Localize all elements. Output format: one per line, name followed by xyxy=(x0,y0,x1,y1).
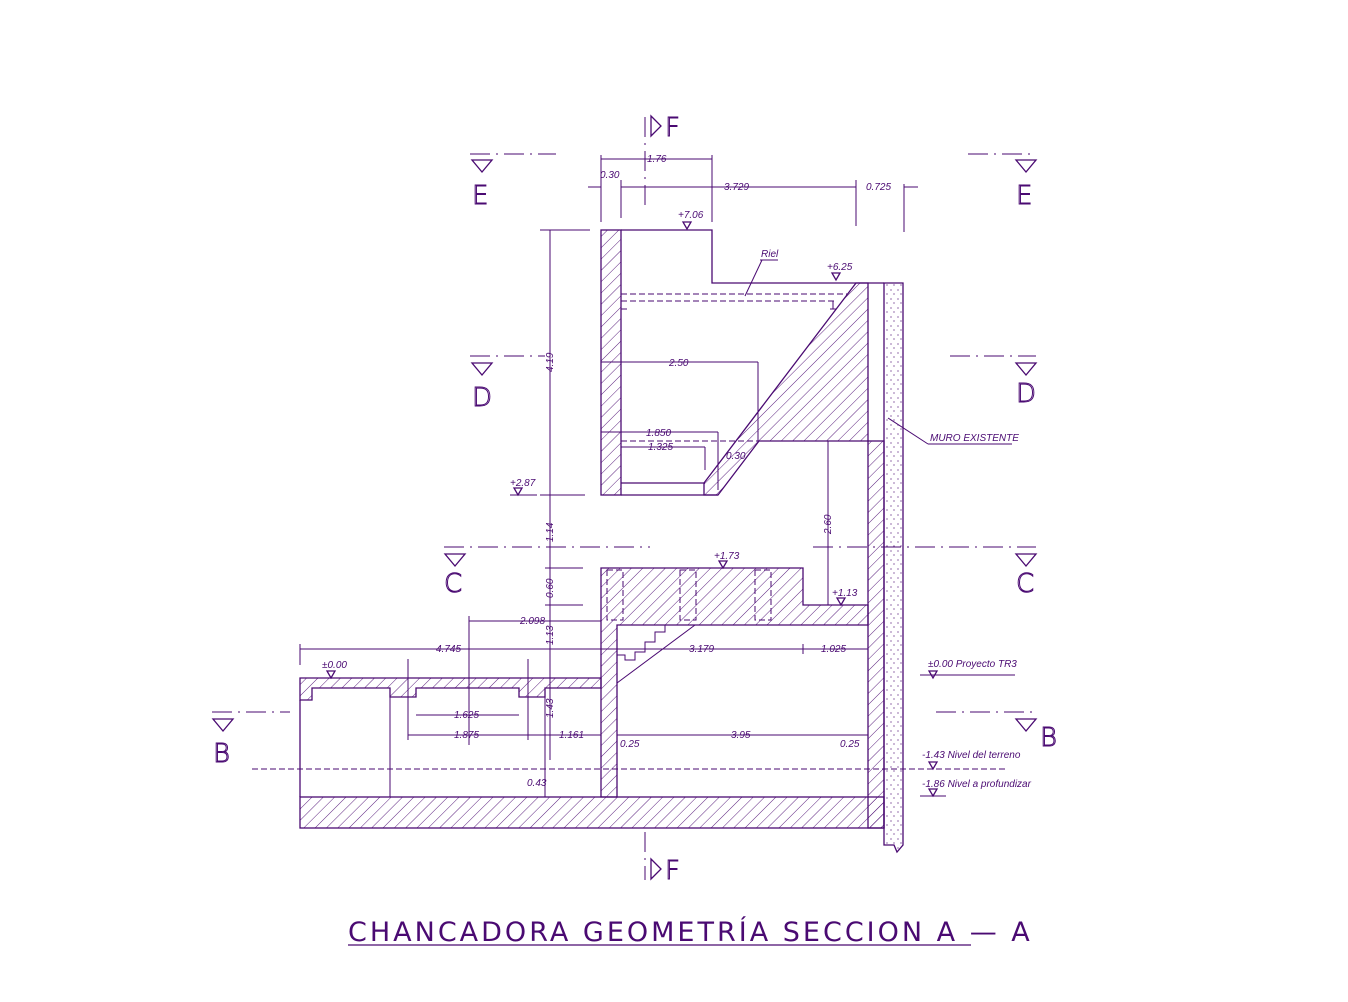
section-marker-c-left: C xyxy=(444,553,467,600)
svg-text:0.25: 0.25 xyxy=(620,739,640,750)
existing-wall-label: MURO EXISTENTE xyxy=(930,433,1019,444)
right-wall xyxy=(867,440,885,829)
section-marker-b-right: B xyxy=(1014,718,1058,754)
level-terrain: -1.43 Nivel del terreno xyxy=(922,750,1021,761)
hopper-slope xyxy=(703,282,869,496)
svg-text:3.95: 3.95 xyxy=(731,730,751,741)
svg-text:0.25: 0.25 xyxy=(840,739,860,750)
level-markers xyxy=(325,221,939,798)
svg-text:3.729: 3.729 xyxy=(724,182,749,193)
svg-text:B: B xyxy=(213,739,230,769)
base-slab xyxy=(299,796,885,829)
section-cut-lines xyxy=(212,117,1036,880)
section-marker-b-left: B xyxy=(211,718,235,770)
section-marker-c-right: C xyxy=(1014,553,1038,600)
svg-text:0.43: 0.43 xyxy=(527,778,547,789)
svg-text:2.60: 2.60 xyxy=(823,514,834,535)
section-marker-d-right: D xyxy=(1014,362,1038,410)
svg-text:D: D xyxy=(472,383,492,413)
section-marker-e-left: E xyxy=(470,159,494,212)
structure xyxy=(252,229,1005,854)
svg-text:1.13: 1.13 xyxy=(545,625,556,645)
svg-text:B: B xyxy=(1040,723,1057,753)
svg-text:1.14: 1.14 xyxy=(545,522,556,542)
level-zero: ±0.00 xyxy=(322,660,347,671)
svg-text:2.098: 2.098 xyxy=(519,616,545,627)
svg-text:0.725: 0.725 xyxy=(866,182,891,193)
svg-text:0.30: 0.30 xyxy=(600,170,620,181)
svg-text:1.161: 1.161 xyxy=(559,730,584,741)
svg-text:1.625: 1.625 xyxy=(454,710,479,721)
level-upper-bottom: +2.87 xyxy=(510,478,536,489)
level-rail-top: +6.25 xyxy=(827,262,853,273)
lower-top-slab xyxy=(299,677,602,701)
level-top: +7.06 xyxy=(678,210,704,221)
section-marker-d-left: D xyxy=(470,362,494,414)
svg-text:1.325: 1.325 xyxy=(648,442,673,453)
svg-text:1.76: 1.76 xyxy=(647,154,667,165)
svg-text:0.60: 0.60 xyxy=(545,578,556,598)
svg-text:E: E xyxy=(472,181,488,211)
level-middle-step: +1.13 xyxy=(832,588,858,599)
svg-text:1.875: 1.875 xyxy=(454,730,479,741)
section-marker-f-bottom: F xyxy=(650,856,680,887)
svg-text:0.30: 0.30 xyxy=(726,451,746,462)
svg-text:C: C xyxy=(1016,569,1034,599)
svg-text:4.19: 4.19 xyxy=(545,352,556,372)
level-deepen: -1.86 Nivel a profundizar xyxy=(922,779,1032,790)
svg-text:D: D xyxy=(1016,379,1036,409)
svg-text:1.43: 1.43 xyxy=(545,698,556,718)
existing-wall xyxy=(883,282,904,854)
svg-text:1.025: 1.025 xyxy=(821,644,846,655)
section-marker-f-top: F xyxy=(650,113,680,144)
svg-text:1.850: 1.850 xyxy=(646,428,671,439)
level-middle-top: +1.73 xyxy=(714,551,740,562)
svg-text:E: E xyxy=(1016,181,1032,211)
svg-text:3.179: 3.179 xyxy=(689,644,714,655)
svg-text:4.745: 4.745 xyxy=(436,644,461,655)
svg-text:2.50: 2.50 xyxy=(668,358,689,369)
drawing-title: CHANCADORA GEOMETRÍA SECCION A — A xyxy=(348,916,1033,948)
svg-text:F: F xyxy=(665,113,680,143)
level-zero-project: ±0.00 Proyecto TR3 xyxy=(928,659,1017,670)
dimension-lines xyxy=(299,155,1015,797)
rail-label: Riel xyxy=(761,249,779,260)
svg-text:F: F xyxy=(665,856,680,886)
section-marker-e-right: E xyxy=(1014,159,1038,212)
svg-text:C: C xyxy=(444,569,462,599)
dimension-texts: 1.76 0.30 3.729 0.725 4.19 2.50 1.850 1.… xyxy=(436,154,891,789)
